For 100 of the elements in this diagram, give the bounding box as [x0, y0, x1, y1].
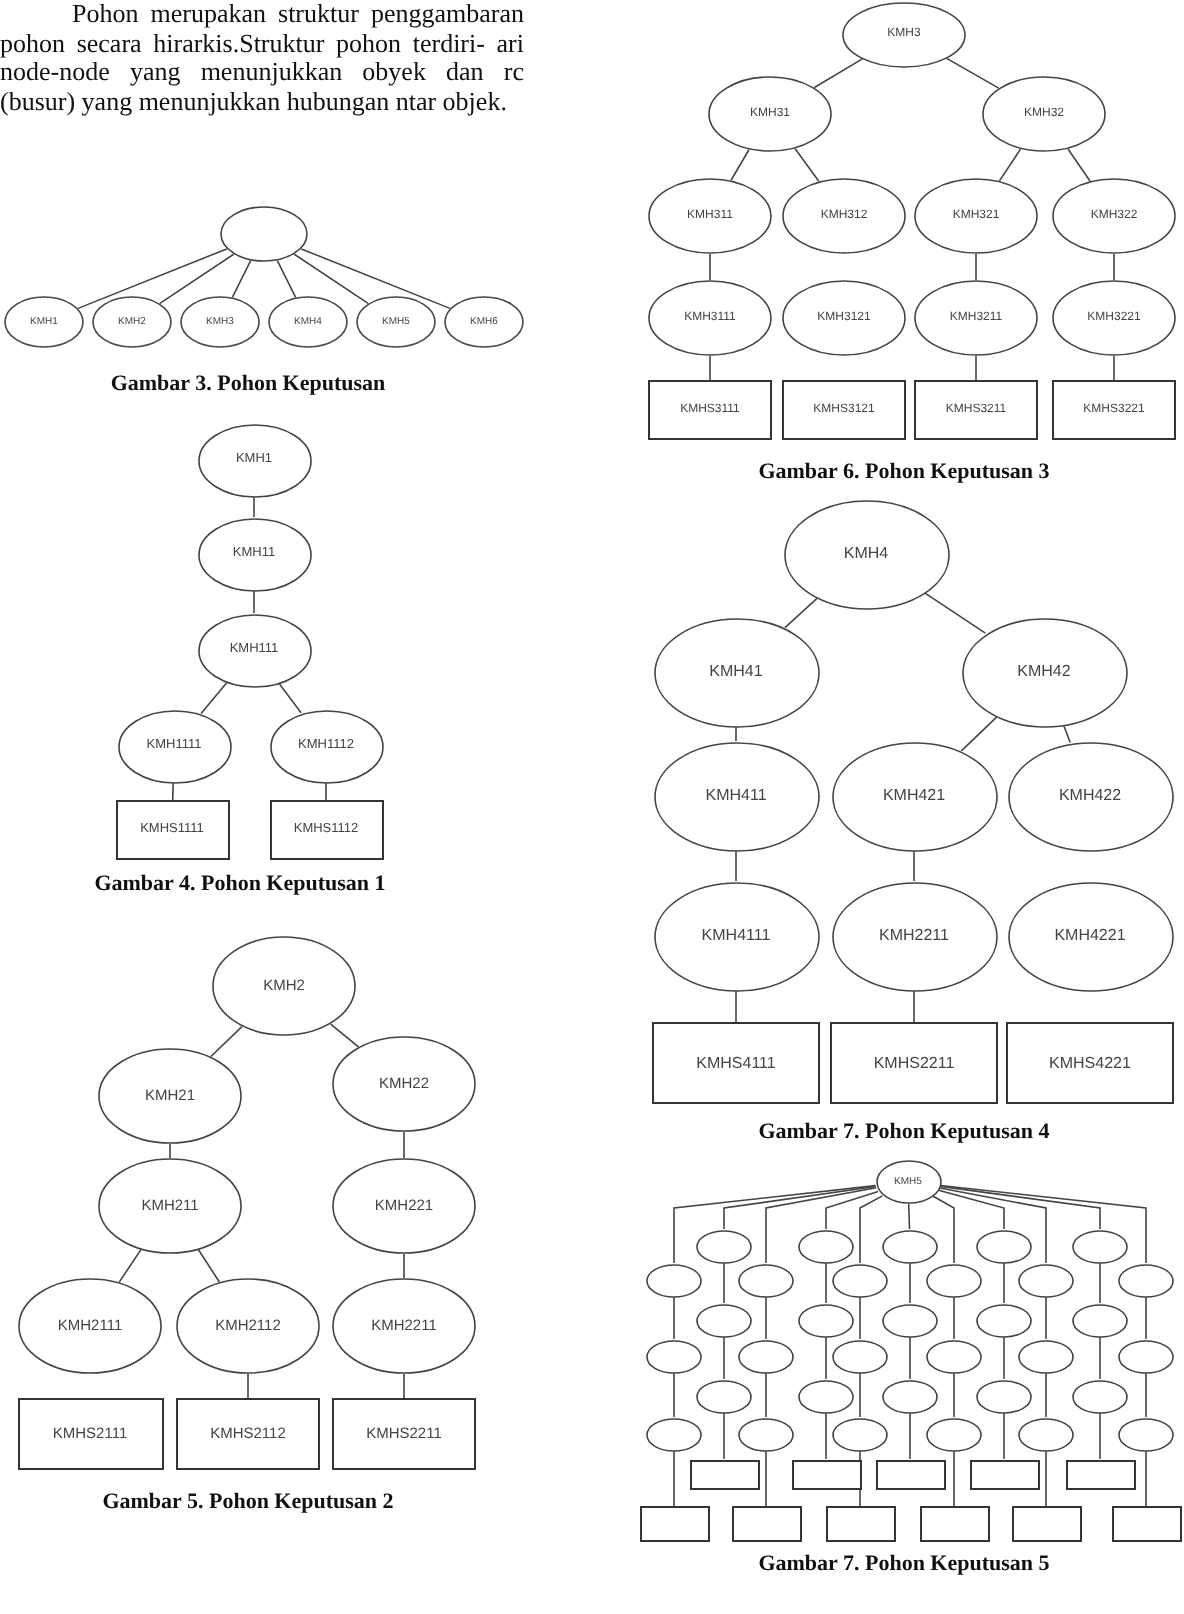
connector-line [813, 57, 864, 89]
connector-line [907, 1203, 911, 1230]
leaf-box [652, 1022, 820, 1104]
ellipse-node [92, 296, 172, 348]
ellipse-node [926, 1263, 982, 1297]
leaf-box [269, 800, 383, 860]
connector-line [231, 259, 252, 299]
leaf-box [1111, 1506, 1181, 1542]
ellipse-node [831, 881, 997, 991]
leaf-box [825, 1506, 895, 1542]
connector-line [276, 259, 297, 299]
connector-line [975, 355, 977, 381]
paragraph: Pohon merupakan struktur penggambaran pohon secara hirarkis.Struktur pohon terdiri- ari node-node yang menunjukkan obyek dan rc (busur) yang menunjukkan hubungan ntar objek. [0, 0, 524, 117]
leaf-box [115, 800, 229, 860]
leaf-box [1052, 380, 1176, 440]
connector-line [1067, 148, 1091, 182]
ellipse-node [176, 1278, 320, 1374]
connector-line [77, 248, 228, 310]
connector-line [938, 1187, 1047, 1264]
connector-line [325, 782, 327, 801]
connector-line [1145, 1296, 1147, 1340]
leaf-box [1011, 1506, 1081, 1542]
connector-line [200, 681, 228, 715]
node-label: KMH421 [882, 788, 946, 804]
connector-line [735, 726, 737, 742]
ellipse-node [646, 1417, 702, 1451]
leaf-box [639, 1506, 709, 1542]
ellipse-node [798, 1303, 854, 1337]
connector-line [859, 1296, 861, 1340]
ellipse-node [696, 1303, 752, 1337]
connector-line [794, 147, 820, 183]
ellipse-node [882, 1379, 938, 1413]
node-label: KMH4 [843, 546, 889, 562]
ellipse-node [976, 1379, 1032, 1413]
connector-line [909, 1412, 911, 1460]
connector-line [300, 248, 451, 310]
node-label: KMH42 [1017, 664, 1071, 680]
ellipse-node [976, 1229, 1032, 1263]
leaf-box [914, 380, 1038, 440]
ellipse-node [1072, 1303, 1128, 1337]
connector-line [673, 1450, 675, 1507]
figure-caption: Gambar 3. Pohon Keputusan [110, 372, 386, 396]
ellipse-node [269, 709, 383, 783]
connector-line [913, 850, 915, 882]
ellipse-node [332, 1036, 476, 1132]
node-label: KMH41 [709, 664, 763, 680]
ellipse-node [696, 1379, 752, 1413]
node-label: KMHS4111 [696, 1055, 776, 1071]
connector-line [953, 1450, 955, 1507]
connector-line [171, 782, 174, 801]
ellipse-node [653, 617, 819, 727]
leaf-box [830, 1022, 998, 1104]
ellipse-node [738, 1263, 794, 1297]
connector-line [169, 1143, 171, 1159]
connector-line [960, 716, 998, 752]
connector-line [197, 1249, 221, 1283]
connector-line [723, 1185, 877, 1230]
ellipse-node [798, 1379, 854, 1413]
connector-line [998, 148, 1022, 182]
ellipse-node [653, 741, 819, 851]
ellipse-node [1052, 280, 1176, 356]
leaf-box [875, 1459, 945, 1489]
connector-line [1145, 1450, 1147, 1507]
ellipse-node [356, 296, 436, 348]
connector-line [247, 1373, 249, 1399]
connector-line [673, 1372, 675, 1418]
connector-line [937, 1189, 1005, 1230]
ellipse-node [1018, 1263, 1074, 1297]
ellipse-node [212, 936, 356, 1036]
connector-line [253, 590, 255, 614]
ellipse-node [832, 1417, 888, 1451]
ellipse-node [197, 423, 311, 497]
ellipse-node [914, 280, 1038, 356]
ellipse-node [976, 1303, 1032, 1337]
ellipse-node [1052, 178, 1176, 254]
connector-line [403, 1373, 405, 1399]
connector-line [210, 1025, 243, 1058]
ellipse-node [1007, 741, 1173, 851]
ellipse-node [117, 709, 231, 783]
connector-line [1003, 1262, 1005, 1304]
ellipse-node [831, 741, 997, 851]
ellipse-node [832, 1339, 888, 1373]
connector-line [945, 57, 1000, 89]
connector-line [765, 1372, 767, 1418]
leaf-box [1065, 1459, 1135, 1489]
connector-line [403, 1253, 405, 1279]
connector-line [1003, 1412, 1005, 1460]
connector-line [1145, 1372, 1147, 1418]
connector-line [1045, 1296, 1047, 1340]
connector-line [1099, 1412, 1101, 1460]
connector-line [913, 990, 915, 1023]
connector-line [709, 355, 711, 381]
connector-line [932, 1195, 955, 1264]
ellipse-node [875, 1160, 941, 1204]
leaf-box [919, 1506, 989, 1542]
connector-line [735, 990, 737, 1023]
ellipse-node [1007, 881, 1173, 991]
ellipse-node [1072, 1379, 1128, 1413]
connector-line [859, 1372, 861, 1418]
connector-line [859, 1195, 884, 1264]
